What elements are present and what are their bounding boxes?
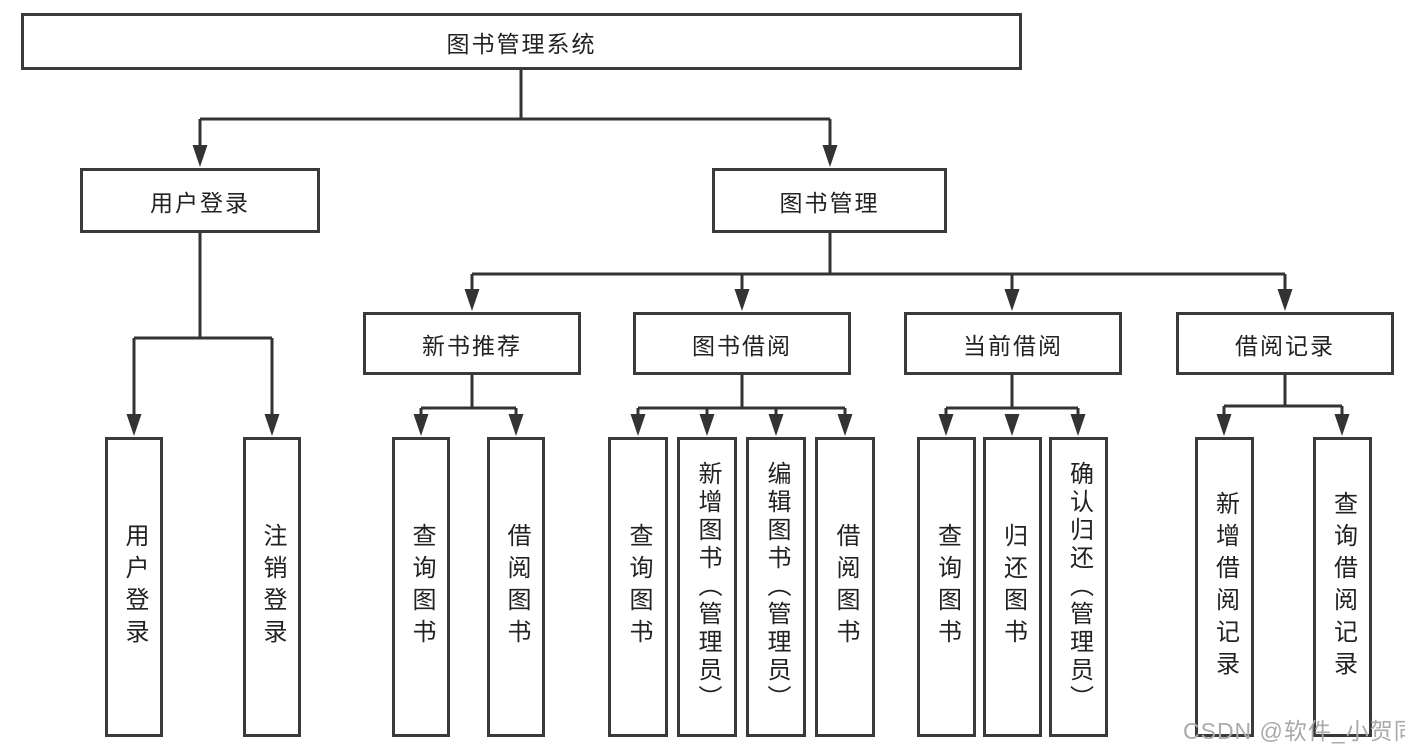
leaf-label: 编辑图书（管理员）	[763, 461, 790, 713]
leaf-label: 查询图书	[933, 523, 961, 651]
node-book-management: 图书管理	[712, 168, 947, 233]
node-current-borrow: 当前借阅	[904, 312, 1122, 375]
leaf-label: 新增图书（管理员）	[694, 461, 721, 713]
leaf-edit-book-admin: 编辑图书（管理员）	[746, 437, 806, 737]
node-library-system: 图书管理系统	[21, 13, 1022, 70]
leaf-label: 查询图书	[625, 523, 652, 651]
leaf-query-borrow-record: 查询借阅记录	[1313, 437, 1372, 737]
node-book-borrow: 图书借阅	[633, 312, 851, 375]
leaf-borrow-books: 借阅图书	[815, 437, 875, 737]
leaf-query-books-current: 查询图书	[917, 437, 976, 737]
leaf-query-books-recommend: 查询图书	[392, 437, 450, 737]
leaf-label: 查询图书	[408, 523, 435, 651]
leaf-label: 注销登录	[259, 523, 286, 651]
node-new-book-recommend: 新书推荐	[363, 312, 581, 375]
leaf-user-login: 用户登录	[105, 437, 163, 737]
leaf-query-books-borrow: 查询图书	[608, 437, 668, 737]
leaf-label: 查询借阅记录	[1329, 491, 1357, 683]
leaf-confirm-return-admin: 确认归还（管理员）	[1049, 437, 1108, 737]
leaf-label: 确认归还（管理员）	[1065, 461, 1093, 713]
leaf-borrow-books-recommend: 借阅图书	[487, 437, 545, 737]
leaf-label: 借阅图书	[832, 523, 859, 651]
leaf-label: 新增借阅记录	[1211, 491, 1239, 683]
leaf-label: 用户登录	[121, 523, 148, 651]
leaf-label: 归还图书	[999, 523, 1027, 651]
leaf-add-borrow-record: 新增借阅记录	[1195, 437, 1254, 737]
leaf-logout: 注销登录	[243, 437, 301, 737]
leaf-return-books: 归还图书	[983, 437, 1042, 737]
node-borrow-records: 借阅记录	[1176, 312, 1394, 375]
leaf-label: 借阅图书	[503, 523, 530, 651]
leaf-add-book-admin: 新增图书（管理员）	[677, 437, 737, 737]
csdn-watermark: CSDN @软件_小贺同学	[1183, 718, 1405, 744]
node-user-login: 用户登录	[80, 168, 320, 233]
